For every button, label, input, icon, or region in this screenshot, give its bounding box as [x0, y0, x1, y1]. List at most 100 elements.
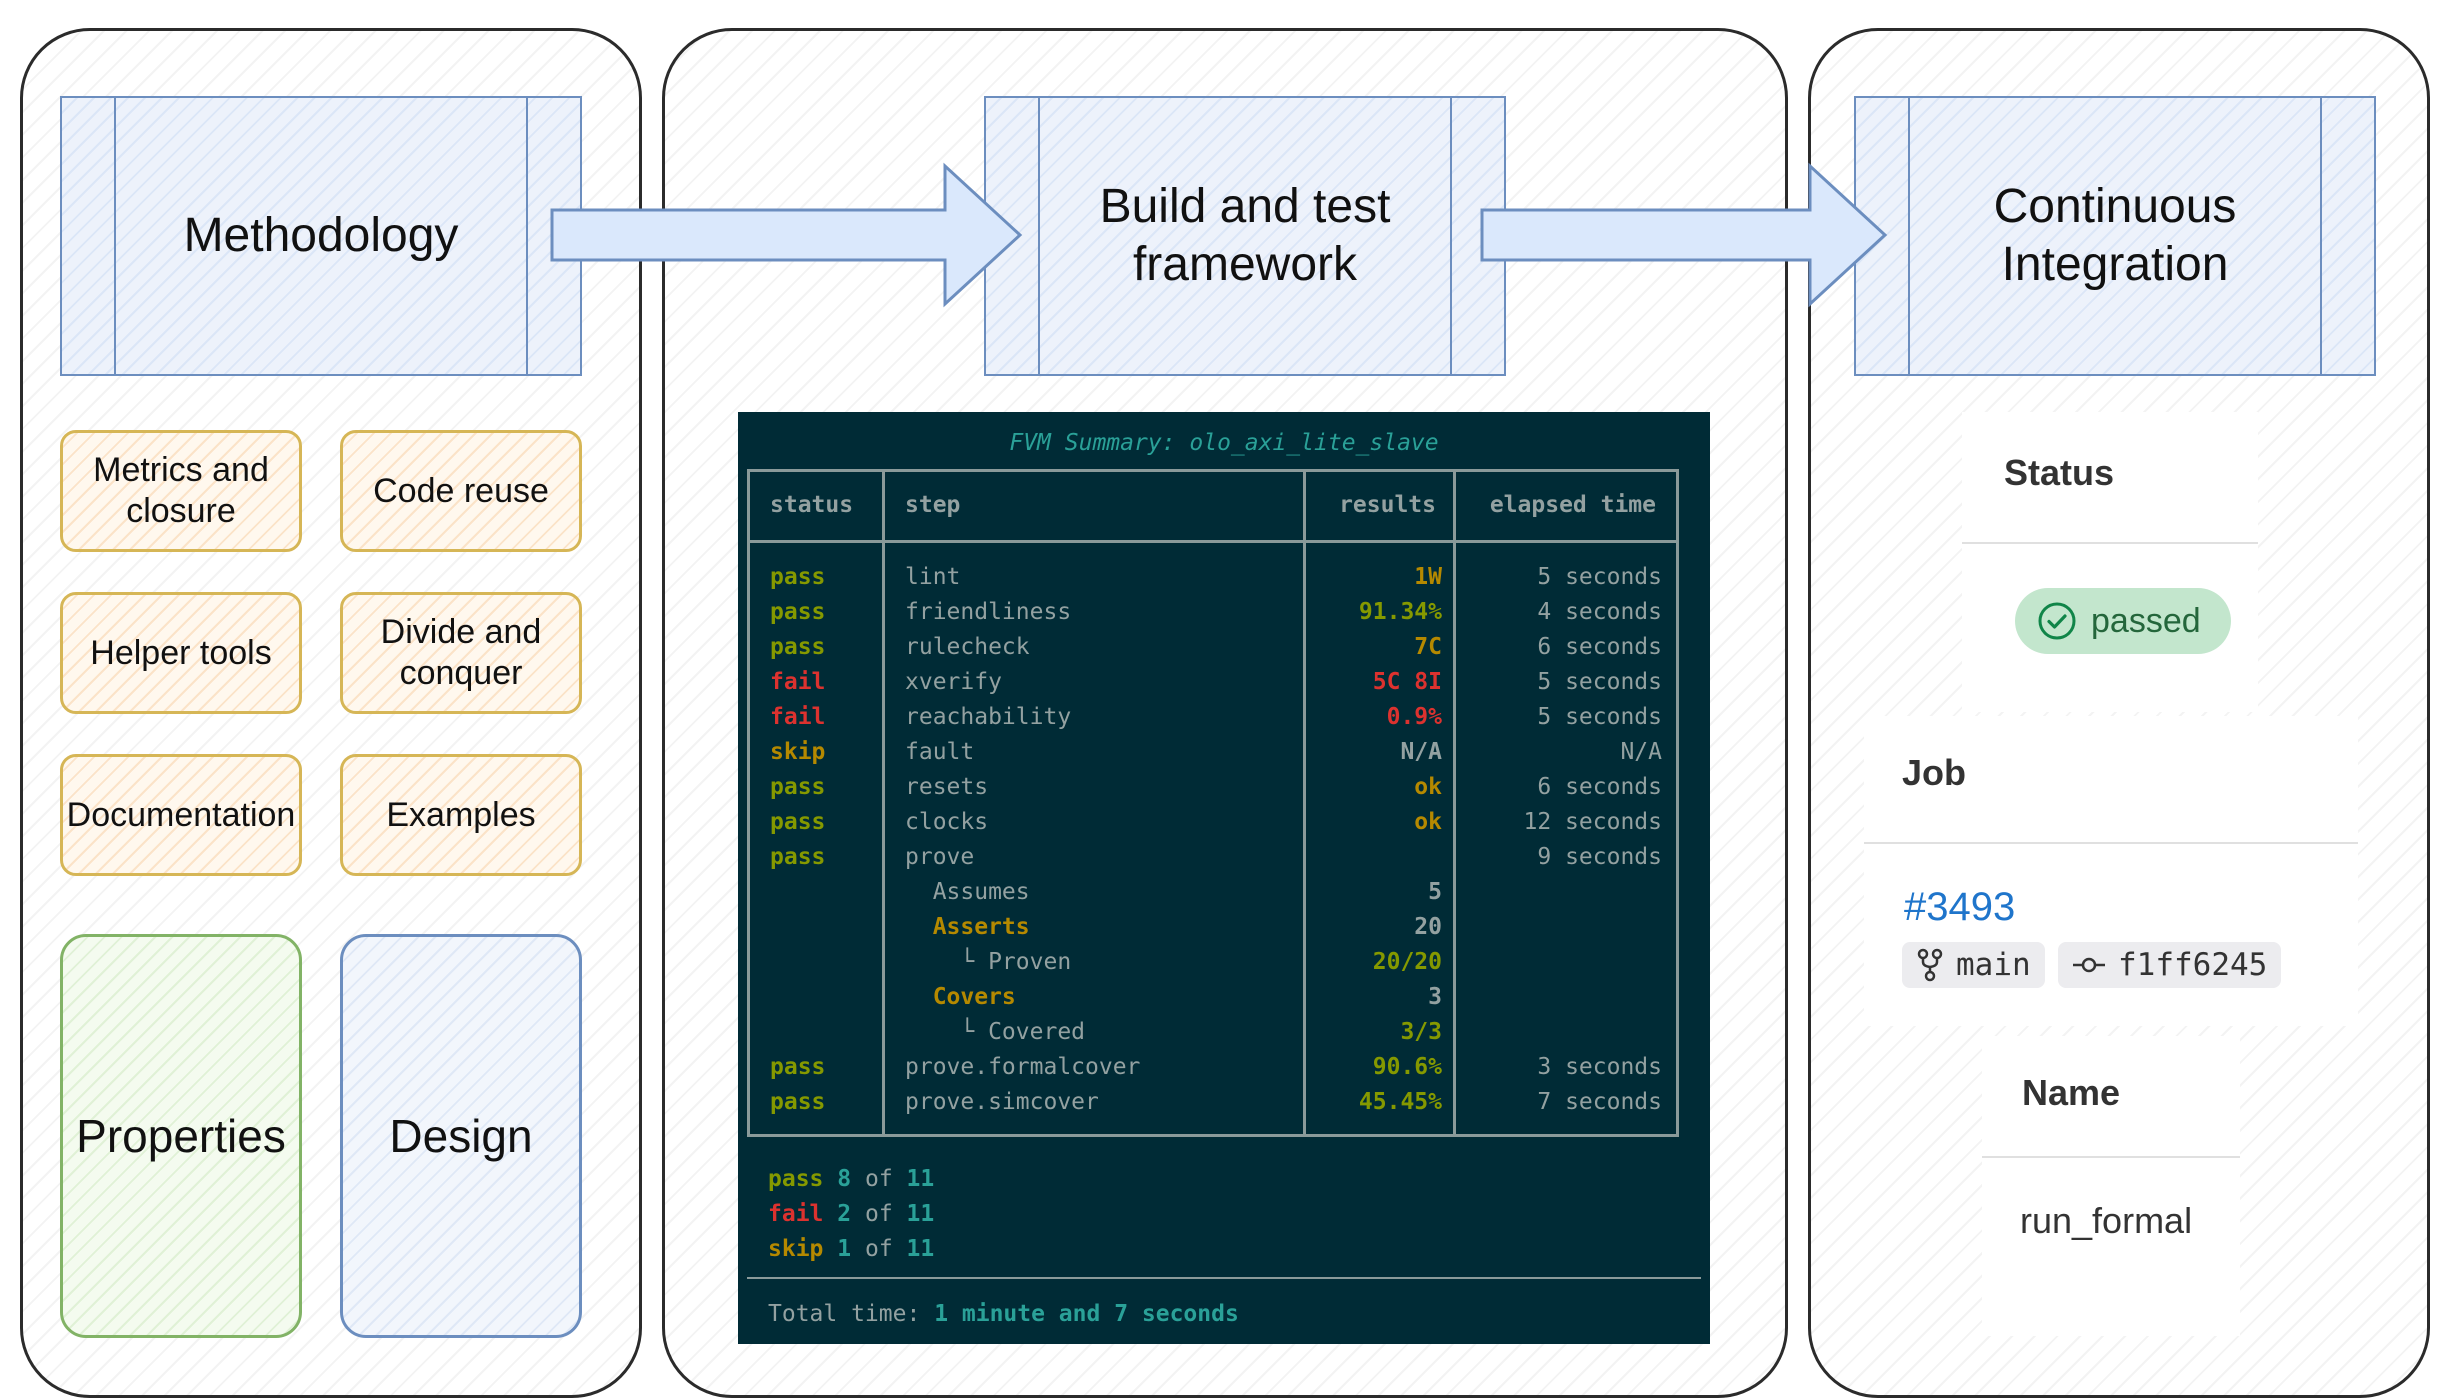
- time-cell: 5 seconds: [1537, 564, 1662, 590]
- properties-box: Properties: [60, 934, 302, 1338]
- header-results: results: [1339, 492, 1436, 518]
- result-cell: 90.6%: [1372, 1054, 1442, 1080]
- arrow-methodology-to-build: [550, 162, 1023, 308]
- status-cell: pass: [770, 774, 826, 800]
- documentation-box: Documentation: [60, 754, 302, 876]
- step-cell: prove.formalcover: [905, 1054, 1141, 1080]
- status-cell: pass: [770, 599, 826, 625]
- helper-tools-label: Helper tools: [90, 633, 272, 672]
- step-cell: reachability: [905, 704, 1072, 730]
- branch-chip[interactable]: main: [1902, 942, 2045, 988]
- status-cell: pass: [770, 844, 826, 870]
- status-badge[interactable]: passed: [2015, 588, 2231, 654]
- step-cell: rulecheck: [905, 634, 1030, 660]
- col-divider: [1303, 472, 1306, 1134]
- methodology-stage: Methodology: [60, 96, 582, 376]
- step-cell: prove.simcover: [905, 1089, 1099, 1115]
- col-divider: [1453, 472, 1456, 1134]
- status-cell: fail: [770, 669, 826, 695]
- step-cell: Assumes: [905, 879, 1030, 905]
- time-cell: 9 seconds: [1537, 844, 1662, 870]
- time-cell: 5 seconds: [1537, 704, 1662, 730]
- fvm-terminal: FVM Summary: olo_axi_lite_slave status s…: [738, 412, 1710, 1344]
- table-row: Assumes 5: [750, 879, 1682, 914]
- summary-of: of: [864, 1201, 893, 1227]
- result-cell: 5: [1428, 879, 1442, 905]
- time-cell: 5 seconds: [1537, 669, 1662, 695]
- result-cell: N/A: [1400, 739, 1442, 765]
- design-label: Design: [389, 1110, 533, 1162]
- result-cell: ok: [1414, 774, 1442, 800]
- summary-of: of: [864, 1236, 893, 1262]
- metrics-closure-box: Metrics and closure: [60, 430, 302, 552]
- branch-icon: [1917, 948, 1943, 982]
- step-cell: clocks: [905, 809, 989, 835]
- summary-total: 11: [906, 1166, 935, 1192]
- header-status: status: [770, 492, 854, 518]
- summary-count: 8: [837, 1166, 852, 1192]
- methodology-stage-label: Methodology: [183, 209, 459, 263]
- status-cell: pass: [770, 1054, 826, 1080]
- summary-total: 11: [906, 1201, 935, 1227]
- time-cell: 3 seconds: [1537, 1054, 1662, 1080]
- summary-label: fail: [768, 1201, 824, 1227]
- result-cell: ok: [1414, 809, 1442, 835]
- step-cell: xverify: [905, 669, 1002, 695]
- step-cell: Asserts: [905, 914, 1030, 940]
- job-id-link[interactable]: #3493: [1904, 885, 2016, 929]
- build-stage-label: Build and test framework: [1099, 180, 1391, 291]
- metrics-closure-label: Metrics and closure: [93, 451, 269, 530]
- name-separator: [1982, 1156, 2240, 1158]
- time-cell: 12 seconds: [1523, 809, 1662, 835]
- documentation-label: Documentation: [66, 795, 296, 834]
- branch-name: main: [1956, 947, 2031, 983]
- summary-line: fail 2 of 11: [768, 1201, 934, 1227]
- total-time-value: 1 minute and 7 seconds: [934, 1301, 1239, 1327]
- status-cell: fail: [770, 704, 826, 730]
- summary-of: of: [864, 1166, 893, 1192]
- status-separator: [1962, 542, 2258, 544]
- divide-conquer-label: Divide and conquer: [380, 613, 542, 692]
- step-cell: └ Covered: [905, 1019, 1086, 1045]
- summary-total: 11: [906, 1236, 935, 1262]
- step-cell: fault: [905, 739, 975, 765]
- examples-box: Examples: [340, 754, 582, 876]
- status-cell: pass: [770, 1089, 826, 1115]
- commit-chip[interactable]: f1ff6245: [2058, 942, 2282, 988]
- step-cell: Covers: [905, 984, 1016, 1010]
- name-card: Name: [1982, 1036, 2240, 1336]
- time-cell: N/A: [1620, 739, 1662, 765]
- table-row: fail xverify 5C 8I 5 seconds: [750, 669, 1682, 704]
- code-reuse-box: Code reuse: [340, 430, 582, 552]
- ci-stage: Continuous Integration: [1854, 96, 2376, 376]
- result-cell: 5C 8I: [1372, 669, 1442, 695]
- check-circle-icon: [2038, 602, 2076, 640]
- status-card: Status: [1962, 412, 2258, 712]
- time-cell: 6 seconds: [1537, 634, 1662, 660]
- total-time: Total time: 1 minute and 7 seconds: [768, 1301, 1239, 1327]
- terminal-title: FVM Summary: olo_axi_lite_slave: [1009, 430, 1439, 456]
- status-cell: pass: [770, 634, 826, 660]
- summary-label: pass: [768, 1166, 824, 1192]
- summary-label: skip: [768, 1236, 824, 1262]
- time-cell: 4 seconds: [1537, 599, 1662, 625]
- divide-conquer-box: Divide and conquer: [340, 592, 582, 714]
- job-name-value: run_formal: [2020, 1200, 2193, 1241]
- summary-line: pass 8 of 11: [768, 1166, 934, 1192]
- summary-count: 2: [837, 1201, 852, 1227]
- helper-tools-box: Helper tools: [60, 592, 302, 714]
- time-cell: 7 seconds: [1537, 1089, 1662, 1115]
- commit-sha: f1ff6245: [2118, 947, 2268, 983]
- terminal-separator: [747, 1277, 1701, 1279]
